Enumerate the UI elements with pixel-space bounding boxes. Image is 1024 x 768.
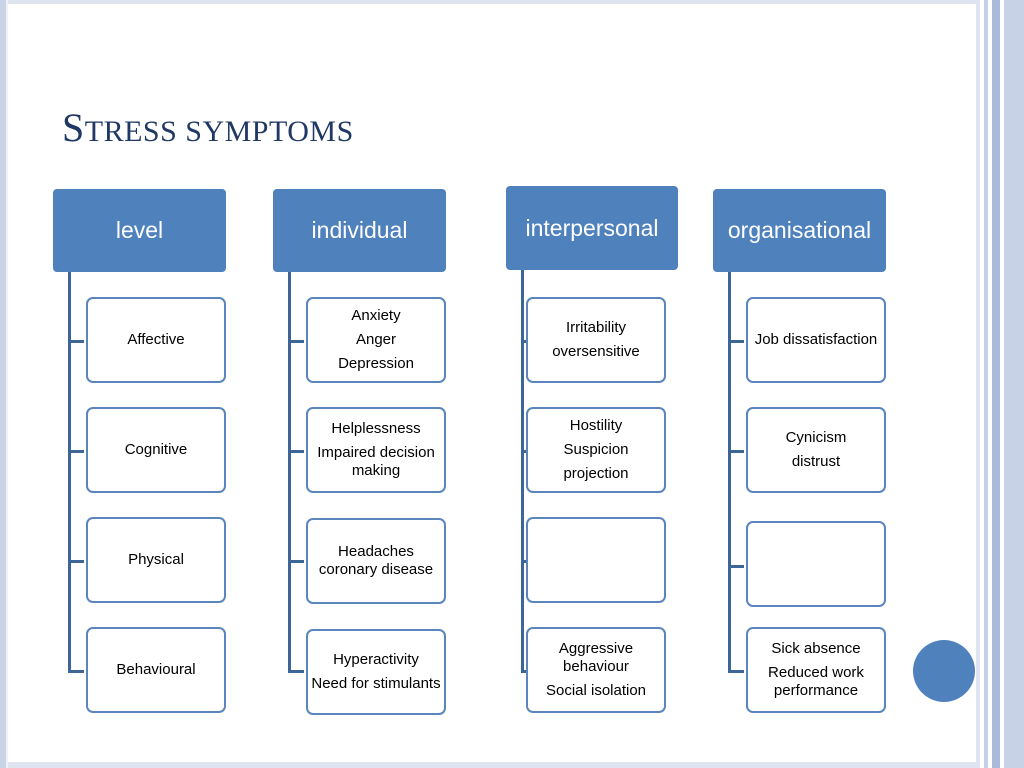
slide-frame-top xyxy=(0,0,980,4)
connector-tick xyxy=(68,450,84,453)
symptom-text: Job dissatisfaction xyxy=(754,331,878,348)
slide-frame-bottom xyxy=(0,762,980,768)
connector-tick xyxy=(728,565,744,568)
slide-frame-left-inner xyxy=(6,0,8,768)
title-rest: TRESS SYMPTOMS xyxy=(84,115,354,148)
symptom-card: Headaches coronary disease xyxy=(306,518,446,604)
column-connector-level xyxy=(68,272,71,672)
connector-tick xyxy=(728,670,744,673)
symptom-text: Behavioural xyxy=(116,661,196,678)
slide-frame-left xyxy=(0,0,6,768)
symptom-text: Hostility xyxy=(569,417,623,434)
slide-title: STRESS SYMPTOMS xyxy=(62,104,354,151)
connector-tick xyxy=(728,340,744,343)
symptom-card: Cognitive xyxy=(86,407,226,493)
symptom-text: Affective xyxy=(127,331,185,348)
symptom-text: Cognitive xyxy=(124,441,188,458)
symptom-card: Irritability oversensitive xyxy=(526,297,666,383)
connector-tick xyxy=(68,560,84,563)
symptom-card: Affective xyxy=(86,297,226,383)
column-header-individual: individual xyxy=(273,189,446,272)
column-header-organisational: organisational xyxy=(713,189,886,272)
symptom-card: Physical xyxy=(86,517,226,603)
symptom-text: Sick absence xyxy=(771,640,861,657)
column-header-level: level xyxy=(53,189,226,272)
connector-tick xyxy=(68,340,84,343)
connector-tick xyxy=(288,670,304,673)
connector-tick xyxy=(68,670,84,673)
column-header-interpersonal: interpersonal xyxy=(506,186,678,270)
column-connector-interpersonal xyxy=(521,270,524,672)
decorative-circle xyxy=(913,640,975,702)
symptom-text: Social isolation xyxy=(545,682,647,699)
symptom-text: Anger xyxy=(355,331,397,348)
symptom-text: Depression xyxy=(338,355,414,372)
connector-tick xyxy=(728,450,744,453)
title-initial: S xyxy=(62,105,85,150)
symptom-text: oversensitive xyxy=(552,343,640,360)
connector-tick xyxy=(288,340,304,343)
symptom-text: Aggressive behaviour xyxy=(558,640,634,675)
connector-tick xyxy=(288,560,304,563)
symptom-text: Suspicion xyxy=(563,441,629,458)
decorative-stripes xyxy=(976,0,1024,768)
symptom-text: Helplessness xyxy=(331,420,421,437)
symptom-card xyxy=(526,517,666,603)
symptom-text: Need for stimulants xyxy=(311,675,441,692)
symptom-card xyxy=(746,521,886,607)
symptom-text: Cynicism xyxy=(785,429,847,446)
symptom-text: Anxiety xyxy=(351,307,401,324)
symptom-card: Job dissatisfaction xyxy=(746,297,886,383)
symptom-text: Physical xyxy=(128,551,184,568)
symptom-text: Impaired decision making xyxy=(317,444,435,479)
symptom-text: Headaches coronary disease xyxy=(318,543,434,578)
symptom-text: projection xyxy=(563,465,629,482)
column-connector-individual xyxy=(288,272,291,672)
connector-tick xyxy=(288,450,304,453)
symptom-text: Hyperactivity xyxy=(333,651,419,668)
symptom-text: Reduced work performance xyxy=(768,664,864,699)
symptom-text: distrust xyxy=(791,453,841,470)
symptom-card: Behavioural xyxy=(86,627,226,713)
symptom-text: Irritability xyxy=(565,319,626,336)
column-connector-organisational xyxy=(728,272,731,672)
symptom-card: Cynicism distrust xyxy=(746,407,886,493)
